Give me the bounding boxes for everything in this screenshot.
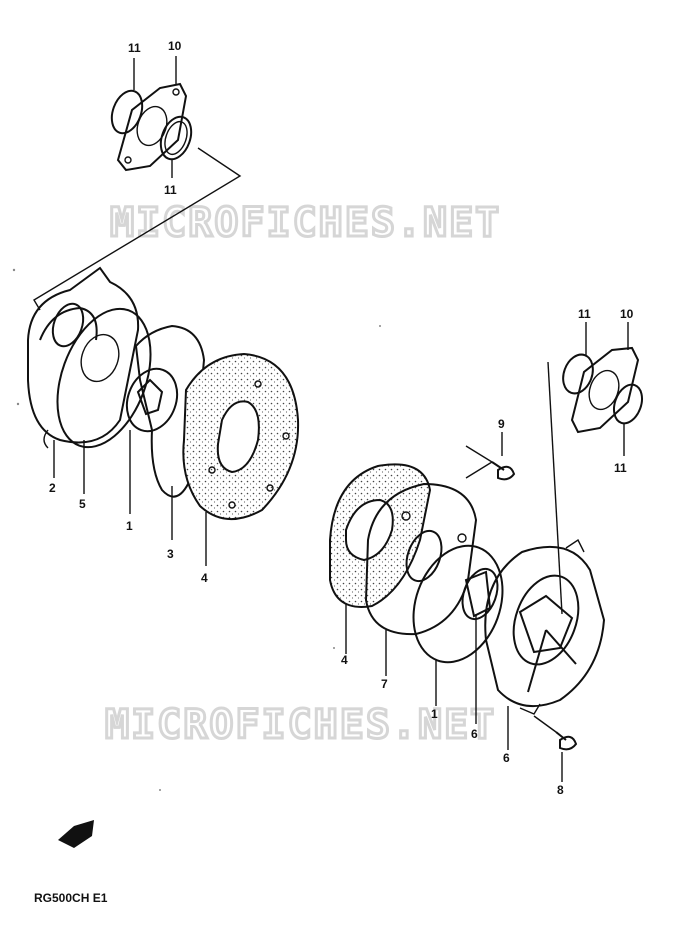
- label-7: 7: [381, 677, 388, 691]
- o-ring-11b-right: [612, 383, 644, 425]
- bolt-9: [491, 461, 516, 481]
- seal-1: [125, 367, 179, 433]
- label-2: 2: [49, 481, 56, 495]
- label-9: 9: [498, 417, 505, 431]
- watermark-top: MICROFICHES.NET: [110, 200, 501, 246]
- diagram-caption: RG500CH E1: [34, 891, 108, 905]
- label-6-a: 6: [471, 727, 478, 741]
- flange-gasket-10-right: [570, 346, 640, 434]
- left-pump-assembly: [27, 266, 300, 566]
- gasket-1-right: [412, 544, 504, 664]
- watermark-bottom: MICROFICHES.NET: [105, 702, 496, 748]
- right-pump-assembly: [329, 432, 606, 782]
- label-4-right: 4: [341, 653, 348, 667]
- label-1-right: 1: [431, 707, 438, 721]
- pump-housing-6: [484, 545, 606, 707]
- leader-connector-right: [547, 361, 563, 615]
- label-11-a: 11: [128, 41, 141, 55]
- label-11b-a: 11: [164, 183, 177, 197]
- flange-gasket-10: [116, 82, 188, 172]
- seal-6: [461, 567, 499, 621]
- pump-housing-2: [27, 266, 140, 444]
- label-5: 5: [79, 497, 86, 511]
- label-10-right: 10: [620, 307, 634, 321]
- label-6-b: 6: [503, 751, 510, 765]
- arrow-front-icon: [58, 820, 94, 848]
- label-8: 8: [557, 783, 564, 797]
- label-11-right: 11: [578, 307, 591, 321]
- bolt-8: [555, 731, 578, 751]
- label-11b-right: 11: [614, 461, 627, 475]
- gasket-set-right: [562, 322, 644, 456]
- label-4-left: 4: [201, 571, 208, 585]
- leader-connector-top: [33, 147, 242, 311]
- label-3: 3: [167, 547, 174, 561]
- label-10-a: 10: [168, 39, 182, 53]
- label-1-left: 1: [126, 519, 133, 533]
- gasket-set-top-left: [110, 56, 193, 178]
- o-ring-11b: [159, 115, 193, 161]
- o-ring-11-right: [562, 353, 594, 395]
